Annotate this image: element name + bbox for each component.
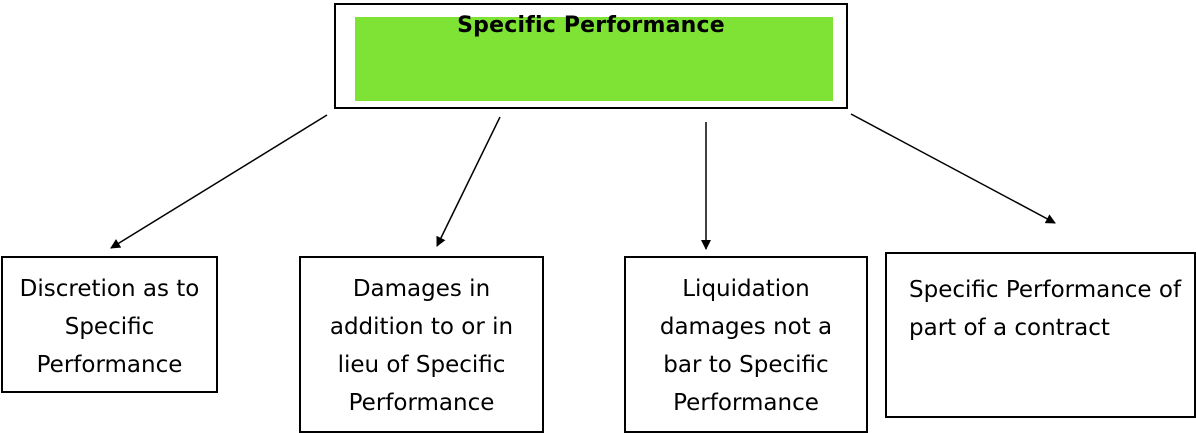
root-title: Specific Performance [457,13,725,38]
arrow-to-child-2 [436,116,501,247]
child-label: Damages in addition to or in lieu of Spe… [329,276,514,416]
child-label: Liquidation damages not a bar to Specifi… [659,276,833,416]
child-node-discretion: Discretion as to Specific Performance [1,256,218,393]
child-label: Discretion as to Specific Performance [19,276,200,378]
child-node-damages: Damages in addition to or in lieu of Spe… [299,256,544,433]
child-node-part-contract: Specific Performance of part of a contra… [885,252,1196,418]
arrow-to-child-1 [110,114,328,249]
child-label: Specific Performance of part of a contra… [909,277,1182,341]
root-node: Specific Performance [334,3,848,109]
child-node-liquidation: Liquidation damages not a bar to Specifi… [624,256,868,433]
root-highlight [355,17,833,101]
arrow-to-child-4 [850,113,1056,224]
